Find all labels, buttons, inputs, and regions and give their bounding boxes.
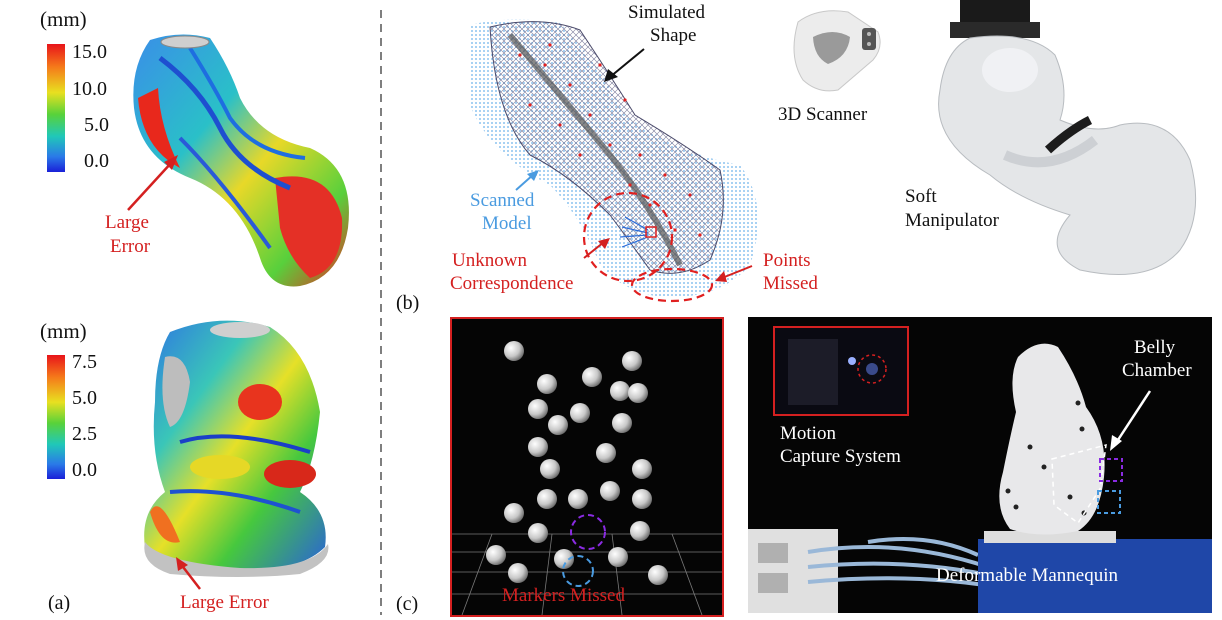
large-error-label-top-line1: Large bbox=[105, 212, 149, 233]
bottom-tick-5: 5.0 bbox=[72, 387, 97, 409]
panel-divider bbox=[380, 10, 382, 615]
soft-manipulator-line2: Manipulator bbox=[905, 210, 999, 231]
top-colorbar-unit: (mm) bbox=[40, 7, 87, 31]
soft-manipulator-image bbox=[938, 0, 1197, 275]
bottom-tick-7-5: 7.5 bbox=[72, 351, 97, 373]
large-error-label-top-line2: Error bbox=[110, 236, 151, 257]
3d-scanner-image bbox=[793, 10, 881, 92]
scan-simulation-overlay bbox=[470, 19, 758, 303]
top-colorbar bbox=[47, 44, 65, 172]
simulated-shape-arrow bbox=[604, 48, 645, 82]
large-error-arrow-bottom bbox=[176, 557, 201, 590]
unknown-correspondence-arrow bbox=[583, 238, 610, 259]
points-missed-line2: Missed bbox=[763, 273, 818, 294]
simulated-shape-line1: Simulated bbox=[628, 2, 706, 23]
points-missed-line1: Points bbox=[763, 250, 811, 271]
bottom-colorbar bbox=[47, 355, 65, 479]
top-tick-5: 5.0 bbox=[84, 114, 109, 136]
panel-b-label: (b) bbox=[396, 292, 420, 314]
bottom-tick-2-5: 2.5 bbox=[72, 423, 97, 445]
top-error-heatmap bbox=[133, 34, 349, 287]
mannequin-scene bbox=[748, 326, 1212, 613]
bottom-colorbar-unit: (mm) bbox=[40, 319, 87, 343]
top-tick-15: 15.0 bbox=[72, 41, 107, 63]
markers-scene bbox=[452, 341, 722, 616]
panel-a-label: (a) bbox=[48, 592, 71, 614]
3d-scanner-label: 3D Scanner bbox=[778, 104, 868, 125]
markers-missed-label: Markers Missed bbox=[502, 585, 625, 606]
large-error-label-bottom: Large Error bbox=[180, 592, 269, 613]
mannequin-photo: Motion Capture System Belly Chamber Defo… bbox=[748, 317, 1212, 613]
motion-capture-line1: Motion bbox=[780, 423, 836, 444]
scanned-model-line1: Scanned bbox=[470, 190, 535, 211]
top-tick-10: 10.0 bbox=[72, 78, 107, 100]
large-error-arrow-top bbox=[127, 155, 178, 211]
belly-chamber-line1: Belly bbox=[1134, 337, 1176, 358]
motion-capture-line2: Capture System bbox=[780, 446, 901, 467]
bottom-tick-0: 0.0 bbox=[72, 459, 97, 481]
scanned-model-line2: Model bbox=[482, 213, 532, 234]
unknown-correspondence-line1: Unknown bbox=[452, 250, 527, 271]
panel-c-label: (c) bbox=[396, 593, 419, 615]
deformable-mannequin-label: Deformable Mannequin bbox=[936, 565, 1119, 586]
belly-chamber-line2: Chamber bbox=[1122, 360, 1192, 381]
markers-view: Markers Missed bbox=[450, 317, 724, 617]
unknown-correspondence-line2: Correspondence bbox=[450, 273, 574, 294]
top-tick-0: 0.0 bbox=[84, 150, 109, 172]
simulated-shape-line2: Shape bbox=[650, 25, 697, 46]
points-missed-arrow bbox=[715, 265, 753, 282]
scanned-model-arrow bbox=[515, 170, 539, 191]
bottom-error-heatmap bbox=[144, 320, 329, 577]
soft-manipulator-line1: Soft bbox=[905, 186, 937, 207]
